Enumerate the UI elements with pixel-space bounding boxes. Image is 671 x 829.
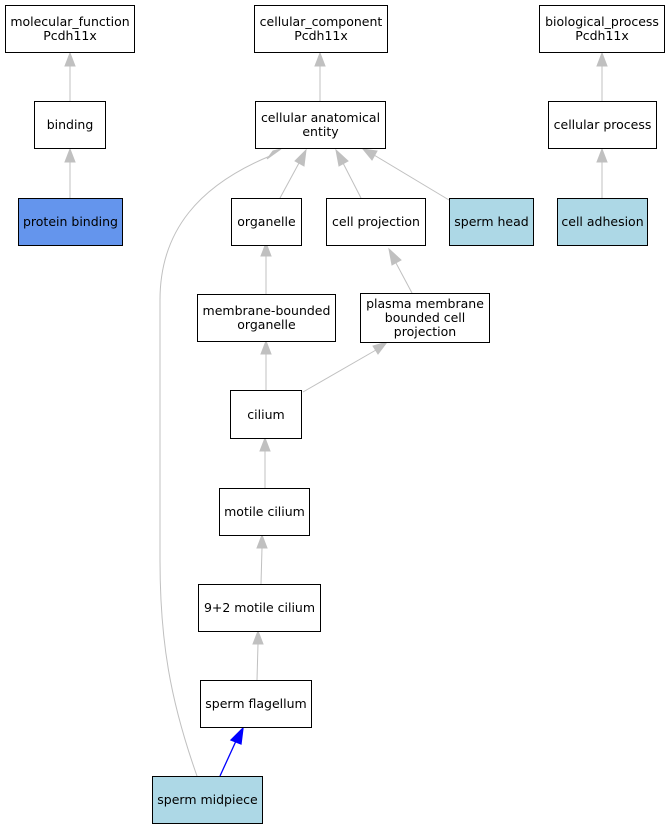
node-label: cellular process bbox=[553, 117, 652, 132]
node-label: cellular anatomical entity bbox=[260, 110, 381, 139]
node-label: cell adhesion bbox=[561, 214, 644, 229]
node-organelle[interactable]: organelle bbox=[231, 198, 302, 246]
node-sperm-head[interactable]: sperm head bbox=[449, 198, 534, 246]
arrowhead bbox=[260, 339, 272, 355]
arrowhead bbox=[388, 247, 402, 266]
node-cellular-component[interactable]: cellular_component Pcdh11x bbox=[254, 5, 388, 53]
arrowhead bbox=[64, 51, 76, 67]
node-label: sperm head bbox=[454, 214, 529, 229]
node-binding[interactable]: binding bbox=[34, 101, 106, 149]
node-cilium[interactable]: cilium bbox=[230, 390, 302, 439]
edge-sperm-midpiece-sperm-flagellum bbox=[219, 740, 237, 777]
node-label: sperm flagellum bbox=[205, 696, 307, 711]
arrowhead bbox=[361, 148, 378, 161]
arrowhead-blue bbox=[229, 726, 244, 745]
node-motile-cilium[interactable]: motile cilium bbox=[219, 488, 310, 536]
edge-organelle-cae bbox=[279, 162, 300, 199]
edge-sperm-head-cae bbox=[373, 154, 450, 201]
node-protein-binding[interactable]: protein binding bbox=[18, 198, 123, 246]
node-label: cilium bbox=[247, 406, 285, 422]
node-label: sperm midpiece bbox=[157, 792, 258, 807]
edge-sperm-flagellum-nine-two bbox=[256, 643, 259, 681]
node-cell-projection[interactable]: cell projection bbox=[326, 198, 426, 246]
node-label: binding bbox=[46, 117, 94, 132]
arrowhead bbox=[260, 241, 272, 257]
edge-pmbcp-cell-projection bbox=[395, 262, 413, 294]
node-9-2-motile-cilium[interactable]: 9+2 motile cilium bbox=[198, 584, 321, 632]
node-label: cellular_component Pcdh11x bbox=[259, 14, 383, 43]
edge-sperm-midpiece-cae bbox=[159, 155, 271, 777]
node-plasma-membrane-bounded-cell-projection[interactable]: plasma membrane bounded cell projection bbox=[360, 293, 490, 343]
node-molecular-function[interactable]: molecular_function Pcdh11x bbox=[5, 5, 135, 53]
arrowhead bbox=[294, 148, 307, 167]
node-cellular-anatomical-entity[interactable]: cellular anatomical entity bbox=[255, 101, 386, 149]
edge-nine-two-motile-cilium bbox=[260, 547, 263, 585]
node-label: molecular_function Pcdh11x bbox=[10, 14, 130, 43]
node-membrane-bounded-organelle[interactable]: membrane-bounded organelle bbox=[197, 294, 336, 342]
edge-cell-projection-cae bbox=[342, 162, 362, 199]
arrowhead bbox=[596, 147, 608, 163]
arrowhead bbox=[596, 51, 608, 67]
node-label: membrane-bounded organelle bbox=[202, 303, 331, 332]
edge-cilium-pmbcp bbox=[302, 349, 377, 393]
arrowhead bbox=[259, 436, 271, 452]
node-label: motile cilium bbox=[224, 504, 305, 519]
arrowhead bbox=[335, 148, 349, 167]
arrowhead bbox=[266, 148, 282, 160]
node-sperm-flagellum[interactable]: sperm flagellum bbox=[200, 680, 312, 728]
node-cell-adhesion[interactable]: cell adhesion bbox=[557, 198, 648, 246]
node-label: plasma membrane bounded cell projection bbox=[366, 296, 484, 339]
node-biological-process[interactable]: biological_process Pcdh11x bbox=[539, 5, 665, 53]
arrowhead bbox=[314, 51, 326, 67]
arrowhead bbox=[64, 147, 76, 163]
arrowhead bbox=[256, 533, 268, 549]
arrowhead bbox=[252, 629, 264, 645]
node-cellular-process[interactable]: cellular process bbox=[548, 101, 657, 149]
node-sperm-midpiece[interactable]: sperm midpiece bbox=[152, 776, 263, 824]
node-label: protein binding bbox=[22, 214, 118, 229]
node-label: biological_process Pcdh11x bbox=[545, 14, 659, 43]
node-label: organelle bbox=[237, 214, 296, 229]
arrowhead bbox=[372, 341, 389, 355]
node-label: 9+2 motile cilium bbox=[203, 600, 316, 615]
node-label: cell projection bbox=[332, 214, 420, 229]
